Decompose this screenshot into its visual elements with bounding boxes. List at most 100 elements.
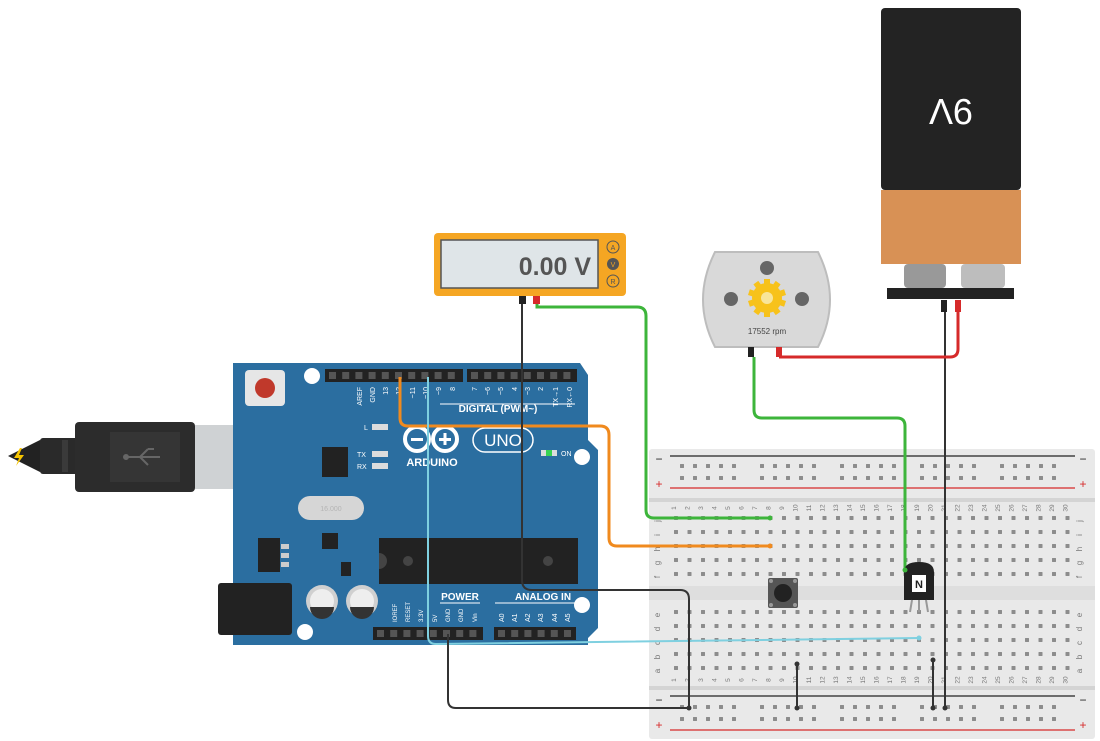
breadboard-hole[interactable]: [701, 572, 705, 576]
breadboard-hole[interactable]: [786, 717, 790, 721]
breadboard-hole[interactable]: [1026, 717, 1030, 721]
breadboard-hole[interactable]: [786, 705, 790, 709]
header-pin[interactable]: [434, 372, 442, 379]
breadboard-hole[interactable]: [1026, 464, 1030, 468]
breadboard-hole[interactable]: [920, 464, 924, 468]
breadboard-hole[interactable]: [1065, 516, 1070, 520]
battery-terminal-neg[interactable]: [941, 300, 947, 312]
breadboard-hole[interactable]: [822, 530, 827, 534]
header-pin[interactable]: [408, 372, 416, 379]
breadboard-hole[interactable]: [998, 638, 1002, 642]
header-pin[interactable]: [429, 630, 437, 637]
breadboard-hole[interactable]: [732, 464, 736, 468]
probe-com[interactable]: [519, 296, 526, 304]
breadboard-hole[interactable]: [768, 572, 773, 576]
breadboard-hole[interactable]: [728, 530, 732, 534]
probe-v[interactable]: [533, 296, 540, 304]
breadboard-hole[interactable]: [971, 652, 975, 656]
breadboard-hole[interactable]: [892, 464, 896, 468]
breadboard-hole[interactable]: [732, 476, 736, 480]
breadboard-hole[interactable]: [1052, 624, 1056, 628]
breadboard-hole[interactable]: [890, 530, 894, 534]
header-pin[interactable]: [329, 372, 336, 379]
breadboard-hole[interactable]: [890, 572, 894, 576]
breadboard-hole[interactable]: [920, 717, 924, 721]
wire-green-multimeter[interactable]: [535, 304, 770, 520]
breadboard-hole[interactable]: [903, 610, 908, 614]
header-pin[interactable]: [377, 630, 384, 637]
breadboard-hole[interactable]: [1013, 705, 1017, 709]
breadboard-hole[interactable]: [732, 717, 736, 721]
breadboard-hole[interactable]: [930, 624, 935, 628]
breadboard-hole[interactable]: [863, 666, 867, 670]
breadboard-hole[interactable]: [782, 666, 786, 670]
breadboard-hole[interactable]: [1065, 544, 1070, 548]
breadboard-hole[interactable]: [728, 666, 732, 670]
header-pin[interactable]: [510, 372, 518, 379]
breadboard-hole[interactable]: [755, 666, 759, 670]
breadboard-hole[interactable]: [930, 652, 935, 656]
breadboard-hole[interactable]: [799, 717, 803, 721]
breadboard-hole[interactable]: [741, 624, 746, 628]
breadboard-hole[interactable]: [812, 705, 816, 709]
breadboard-hole[interactable]: [687, 530, 692, 534]
breadboard-hole[interactable]: [1065, 666, 1070, 670]
breadboard-hole[interactable]: [795, 530, 800, 534]
breadboard-hole[interactable]: [755, 652, 759, 656]
breadboard-hole[interactable]: [840, 705, 844, 709]
header-pin[interactable]: [523, 372, 531, 379]
breadboard-hole[interactable]: [1038, 638, 1043, 642]
breadboard-hole[interactable]: [876, 652, 881, 656]
header-pin[interactable]: [471, 372, 478, 379]
breadboard-hole[interactable]: [836, 516, 840, 520]
breadboard-hole[interactable]: [1011, 572, 1016, 576]
breadboard-hole[interactable]: [1038, 516, 1043, 520]
breadboard-hole[interactable]: [1052, 530, 1056, 534]
wire-endpoint[interactable]: [902, 567, 908, 573]
breadboard-hole[interactable]: [1025, 638, 1029, 642]
breadboard-hole[interactable]: [946, 717, 950, 721]
breadboard-hole[interactable]: [849, 652, 854, 656]
breadboard-hole[interactable]: [946, 476, 950, 480]
breadboard-hole[interactable]: [971, 666, 975, 670]
breadboard-hole[interactable]: [795, 624, 800, 628]
breadboard-hole[interactable]: [680, 717, 684, 721]
breadboard-hole[interactable]: [1000, 705, 1004, 709]
breadboard-hole[interactable]: [876, 530, 881, 534]
breadboard-hole[interactable]: [1011, 530, 1016, 534]
breadboard-hole[interactable]: [971, 558, 975, 562]
breadboard-hole[interactable]: [768, 530, 773, 534]
breadboard-hole[interactable]: [701, 558, 705, 562]
motor-terminal-neg[interactable]: [748, 347, 754, 357]
breadboard-hole[interactable]: [959, 464, 963, 468]
breadboard-hole[interactable]: [822, 610, 827, 614]
breadboard-hole[interactable]: [799, 705, 803, 709]
breadboard-hole[interactable]: [876, 516, 881, 520]
breadboard-hole[interactable]: [984, 572, 989, 576]
breadboard-hole[interactable]: [795, 610, 800, 614]
breadboard-hole[interactable]: [755, 530, 759, 534]
breadboard-hole[interactable]: [903, 652, 908, 656]
breadboard-hole[interactable]: [984, 558, 989, 562]
battery-terminal-pos[interactable]: [955, 300, 961, 312]
breadboard-hole[interactable]: [674, 666, 678, 670]
breadboard-hole[interactable]: [674, 530, 678, 534]
breadboard-hole[interactable]: [773, 717, 777, 721]
breadboard-hole[interactable]: [693, 717, 697, 721]
breadboard-hole[interactable]: [890, 516, 894, 520]
wire-endpoint[interactable]: [930, 657, 936, 663]
breadboard-hole[interactable]: [728, 610, 732, 614]
breadboard-hole[interactable]: [1026, 705, 1030, 709]
breadboard-hole[interactable]: [1025, 572, 1029, 576]
breadboard-hole[interactable]: [1025, 530, 1029, 534]
breadboard-hole[interactable]: [714, 610, 719, 614]
breadboard-hole[interactable]: [822, 624, 827, 628]
breadboard-hole[interactable]: [959, 705, 963, 709]
breadboard-hole[interactable]: [782, 558, 786, 562]
breadboard-hole[interactable]: [1038, 544, 1043, 548]
breadboard-hole[interactable]: [892, 717, 896, 721]
breadboard-hole[interactable]: [1039, 476, 1043, 480]
breadboard-hole[interactable]: [930, 610, 935, 614]
wire-red-power[interactable]: [779, 312, 960, 359]
breadboard-hole[interactable]: [1000, 464, 1004, 468]
